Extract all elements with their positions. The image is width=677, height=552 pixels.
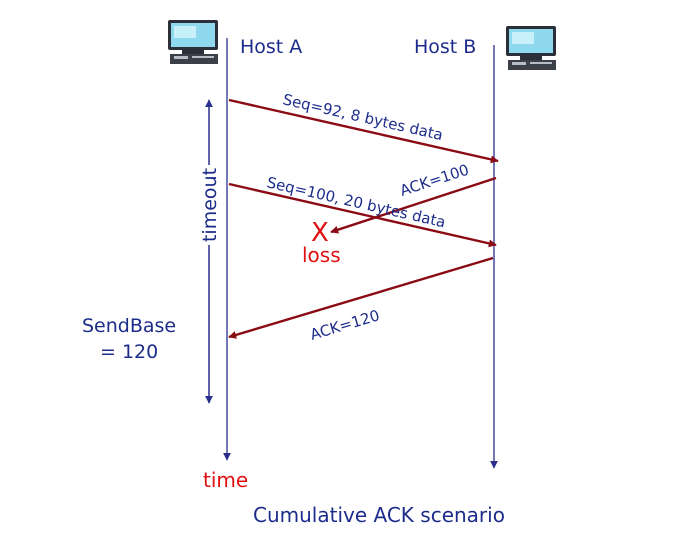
ack100-label: ACK=100	[398, 161, 472, 200]
sendbase-label-line2: = 120	[100, 341, 158, 363]
ack100-arrow	[330, 176, 497, 234]
host-a-label: Host A	[240, 36, 302, 58]
diagram-caption: Cumulative ACK scenario	[253, 503, 505, 527]
seq92-arrow	[228, 98, 499, 164]
host-b-computer-icon	[506, 26, 556, 70]
time-label: time	[203, 468, 248, 492]
seq100-arrow	[228, 182, 497, 248]
loss-x-mark: X	[311, 218, 329, 248]
timeout-label: timeout	[199, 168, 221, 242]
ack120-arrow	[228, 256, 494, 339]
host-b-label: Host B	[414, 36, 476, 58]
sendbase-label-line1: SendBase	[82, 315, 176, 337]
loss-label: loss	[302, 243, 341, 267]
host-a-computer-icon	[168, 20, 218, 64]
ack120-label: ACK=120	[308, 306, 382, 344]
